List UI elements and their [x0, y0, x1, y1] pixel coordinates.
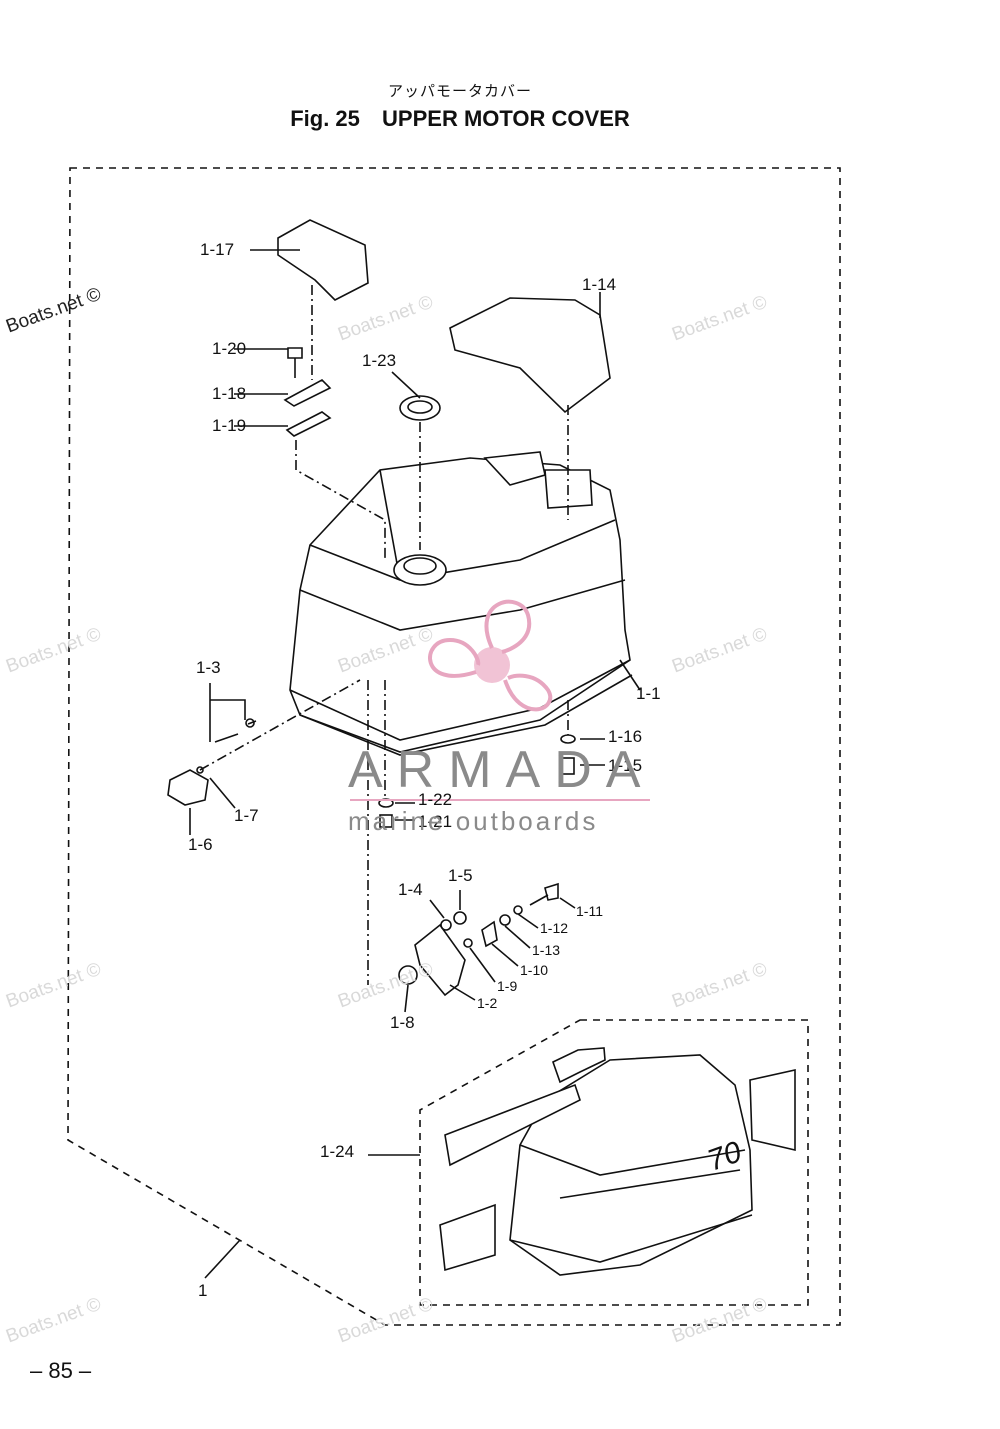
- part-1-6-shape: [167, 769, 209, 806]
- label-1-17: 1-17: [200, 240, 235, 259]
- label-1-10: 1-10: [520, 962, 549, 978]
- decal-set-boundary: [419, 1019, 809, 1306]
- part-1-23-shape: [399, 395, 441, 421]
- label-1-14: 1-14: [582, 275, 617, 294]
- assembly-boundary: [67, 167, 841, 1326]
- label-1-8: 1-8: [390, 1013, 415, 1032]
- label-1-3: 1-3: [196, 658, 221, 677]
- main-cover-shape: [289, 451, 633, 756]
- armada-logo-icon: [350, 599, 650, 801]
- label-1-18: 1-18: [212, 384, 247, 403]
- label-1-12: 1-12: [540, 920, 569, 936]
- part-1-14-shape: [449, 297, 611, 414]
- part-1-19-shape: [285, 411, 332, 437]
- japanese-title: アッパモータカバー: [387, 83, 532, 100]
- part-1-8-shape: [398, 965, 418, 985]
- part-1-12-shape: [513, 905, 523, 915]
- part-1-16-shape: [560, 734, 576, 744]
- label-1-23: 1-23: [362, 351, 397, 370]
- part-1-13-shape: [499, 914, 511, 926]
- part-1-2-shape: [414, 923, 466, 997]
- figure-name: UPPER MOTOR COVER: [382, 106, 630, 131]
- part-1-10-shape: [481, 920, 498, 948]
- label-1-13: 1-13: [532, 942, 561, 958]
- armada-watermark: ARMADA: [348, 741, 655, 799]
- label-1-16: 1-16: [608, 727, 643, 746]
- part-1-15-shape: [561, 757, 575, 775]
- part-1-21-shape: [379, 814, 393, 828]
- armada-watermark-subtitle: marine outboards: [348, 806, 599, 836]
- part-1-24-shape: [439, 1047, 796, 1276]
- part-1-4-shape: [440, 919, 452, 931]
- label-1-2: 1-2: [477, 995, 498, 1011]
- label-1-9: 1-9: [497, 978, 518, 994]
- label-1-11: 1-11: [576, 903, 603, 919]
- label-1-24: 1-24: [320, 1142, 355, 1161]
- part-1-20-shape: [287, 347, 303, 378]
- part-1-5-shape: [453, 911, 467, 925]
- label-1-22: 1-22: [418, 790, 453, 809]
- part-1-11-shape: [529, 882, 559, 906]
- label-1-5: 1-5: [448, 866, 473, 885]
- part-1-18-shape: [283, 379, 332, 407]
- label-1-4: 1-4: [398, 880, 423, 899]
- label-1-20: 1-20: [212, 339, 247, 358]
- part-1-17-shape: [277, 219, 369, 301]
- label-1-1: 1-1: [636, 684, 661, 703]
- label-1: 1: [198, 1281, 208, 1300]
- part-1-3-shape: [214, 720, 257, 743]
- label-1-21: 1-21: [418, 812, 453, 831]
- label-1-15: 1-15: [608, 756, 643, 775]
- label-1-19: 1-19: [212, 416, 247, 435]
- part-1-9-shape: [463, 938, 473, 948]
- figure-title: Fig. 25 UPPER MOTOR COVER: [0, 106, 920, 132]
- label-1-7: 1-7: [234, 806, 259, 825]
- page-number: – 85 –: [30, 1358, 92, 1383]
- figure-number: Fig. 25: [290, 106, 360, 131]
- label-1-6: 1-6: [188, 835, 213, 854]
